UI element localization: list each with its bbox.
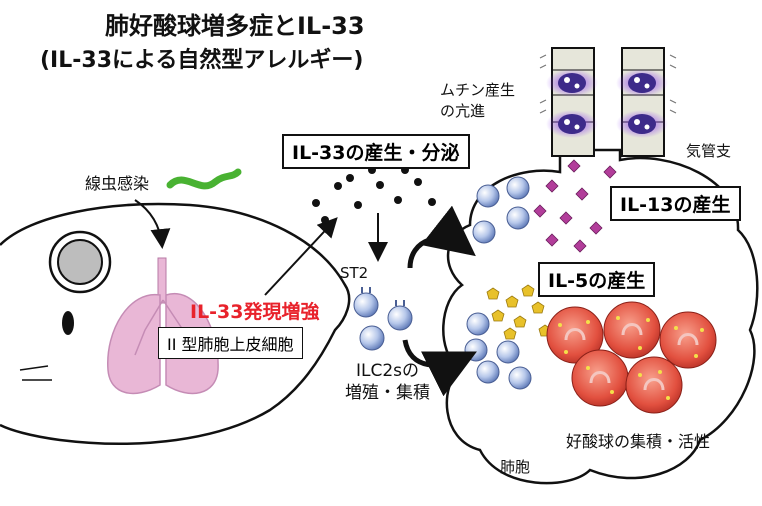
il33-production-box: IL-33の産生・分泌 — [282, 134, 470, 169]
ilc2-cells — [353, 287, 413, 351]
ilc2-lower — [464, 312, 532, 390]
bronchus-epithelium — [539, 47, 677, 157]
eosinophils — [546, 301, 717, 414]
ilc2-label: ILC2sの 増殖・集積 — [345, 361, 430, 403]
il33-dots — [312, 166, 436, 224]
eosinophil-label: 好酸球の集積・活性 — [566, 432, 711, 451]
st2-label: ST2 — [340, 264, 369, 282]
il13-molecules — [533, 159, 617, 253]
title-line-2: (IL-33による自然型アレルギー) — [40, 48, 364, 73]
worm — [166, 168, 242, 190]
bronchus-label: 気管支 — [686, 142, 732, 160]
alveolus-label: 肺胞 — [500, 458, 531, 476]
title-line-1: 肺好酸球増多症とIL-33 — [105, 12, 365, 40]
il13-box: IL-13の産生 — [610, 186, 741, 221]
alveolus — [442, 148, 759, 485]
mouse-eye — [62, 311, 74, 335]
nematode-label: 線虫感染 — [85, 174, 150, 193]
il5-box: IL-5の産生 — [538, 262, 656, 297]
type2-cell-box: II 型肺胞上皮細胞 — [158, 327, 303, 359]
mucin-label: ムチン産生 の亢進 — [440, 81, 516, 120]
ilc2-upper — [472, 176, 530, 244]
il33-expression-label: IL-33発現増強 — [190, 301, 320, 323]
secretion-arrow — [264, 217, 338, 296]
